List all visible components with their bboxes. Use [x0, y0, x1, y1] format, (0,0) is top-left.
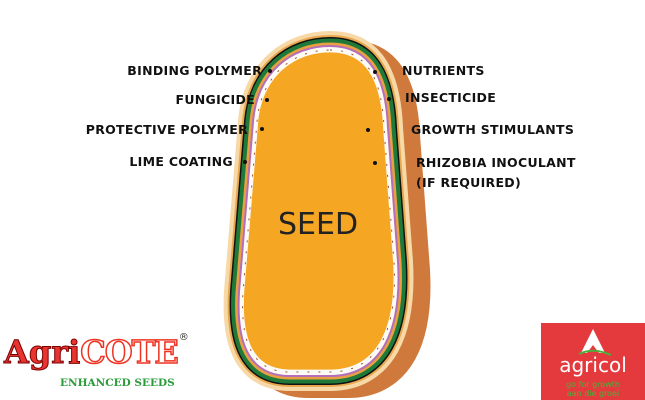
- label-lime-coating: LIME COATING: [129, 154, 233, 169]
- label-growth-stimulants: GROWTH STIMULANTS: [411, 122, 575, 137]
- agricol-a-icon: [578, 329, 612, 356]
- label-fungicide: FUNGICIDE: [175, 92, 255, 107]
- label-if-required: (IF REQUIRED): [416, 175, 521, 190]
- agricol-tagline-2: aan die groei: [566, 389, 620, 398]
- agricote-wordmark: Agri COTE ®: [3, 332, 204, 372]
- agricote-logo-agri: Agri: [3, 333, 81, 372]
- label-rhizobia-inoculant: RHIZOBIA INOCULANT: [416, 155, 576, 170]
- registered-mark: ®: [178, 332, 189, 343]
- agricote-tagline: ENHANCED SEEDS: [60, 377, 175, 389]
- pointer-dots: [243, 69, 391, 165]
- label-binding-polymer: BINDING POLYMER: [127, 63, 262, 78]
- label-nutrients: NUTRIENTS: [402, 63, 485, 78]
- agricote-logo-cote: COTE: [79, 332, 179, 372]
- agricol-name: agricol: [559, 353, 627, 377]
- seed-label: SEED: [278, 207, 359, 242]
- label-insecticide: INSECTICIDE: [405, 90, 497, 105]
- agricote-logo: Agri COTE ® ENHANCED SEEDS: [3, 332, 204, 398]
- agricol-logo: agricol go for growth aan die groei: [541, 323, 645, 400]
- agricol-tagline-1: go for growth: [566, 380, 620, 389]
- label-protective-polymer: PROTECTIVE POLYMER: [85, 122, 248, 137]
